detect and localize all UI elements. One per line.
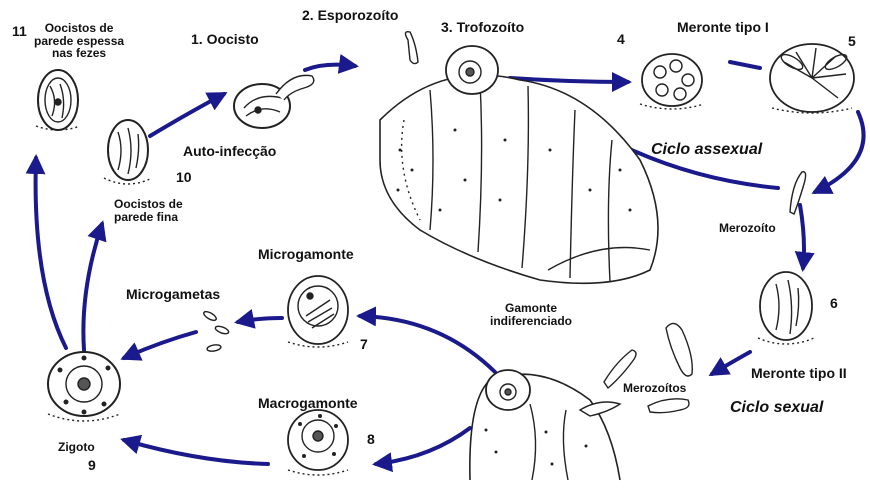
undifferentiated-gamont-label: Gamonte indiferenciado (490, 302, 572, 327)
arrow-gamont-to-macrogamont (376, 428, 470, 464)
step-number-4: 4 (617, 32, 625, 47)
microgamont-drawing (288, 276, 348, 347)
merozoites-label: Merozoítos (623, 382, 686, 395)
oocyst-label: 1. Oocisto (191, 32, 259, 47)
meront-type-2-label: Meronte tipo II (751, 366, 847, 381)
asexual-cycle-label: Ciclo assexual (651, 142, 762, 159)
epithelium-drawing (380, 32, 658, 284)
meront-type-1-label: Meronte tipo I (677, 20, 769, 35)
thin-oocysts-label: Oocistos de parede fina (114, 198, 183, 223)
step-number-7: 7 (360, 337, 368, 352)
thin-oocyst-drawing (104, 120, 152, 184)
merozoite-label: Merozoíto (719, 222, 776, 235)
trophozoite-label: 3. Trofozoíto (441, 20, 524, 35)
oocyst-drawing (234, 75, 314, 128)
step-number-8: 8 (367, 432, 375, 447)
step-number-6: 6 (830, 296, 838, 311)
arrow-meront1-to-meront1b (730, 62, 760, 68)
arrow-macrogamont-to-zygote (124, 440, 268, 464)
arrow-microgametes-to-zygote (124, 332, 196, 358)
merozoite-drawing (790, 172, 806, 214)
arrow-thin-to-oocyst (150, 94, 224, 136)
zygote-drawing (48, 352, 120, 421)
arrow-gamont-to-microgamont (360, 316, 495, 372)
arrow-microgamont-to-microgametes (238, 318, 282, 322)
arrow-zygote-to-thin-oocysts (83, 224, 102, 350)
step-number-11: 11 (12, 24, 27, 39)
microgametes-drawing (202, 310, 229, 352)
thick-oocyst-drawing (36, 70, 80, 130)
arrow-meront2-to-merozoites (712, 352, 750, 374)
microgamont-label: Microgamonte (258, 247, 354, 262)
meront-merozoites-drawing (770, 44, 854, 113)
macrogamont-drawing (288, 410, 348, 475)
step-number-10: 10 (176, 170, 192, 185)
autoinfection-label: Auto-infecção (183, 144, 276, 159)
thick-oocysts-label: Oocistos de parede espessa nas fezes (34, 22, 124, 60)
step-number-5: 5 (848, 34, 856, 49)
arrow-meront5-to-merozoite (815, 112, 864, 192)
sporozoite-label: 2. Esporozoíto (302, 8, 398, 23)
gamont-drawing (470, 370, 620, 480)
merozoites-drawing (604, 323, 692, 412)
arrow-merozoite-to-meront2 (800, 205, 804, 268)
zygote-label: Zigoto (58, 441, 95, 454)
macrogamont-label: Macrogamonte (258, 396, 358, 411)
microgametes-label: Microgametas (126, 287, 220, 302)
step-number-9: 9 (88, 458, 96, 473)
meront2-drawing (758, 272, 814, 344)
meront1-drawing (640, 54, 704, 109)
arrow-zygote-to-thick-oocysts (36, 158, 66, 348)
sexual-cycle-label: Ciclo sexual (730, 400, 823, 417)
arrow-oocyst-to-sporozoite (305, 65, 355, 70)
